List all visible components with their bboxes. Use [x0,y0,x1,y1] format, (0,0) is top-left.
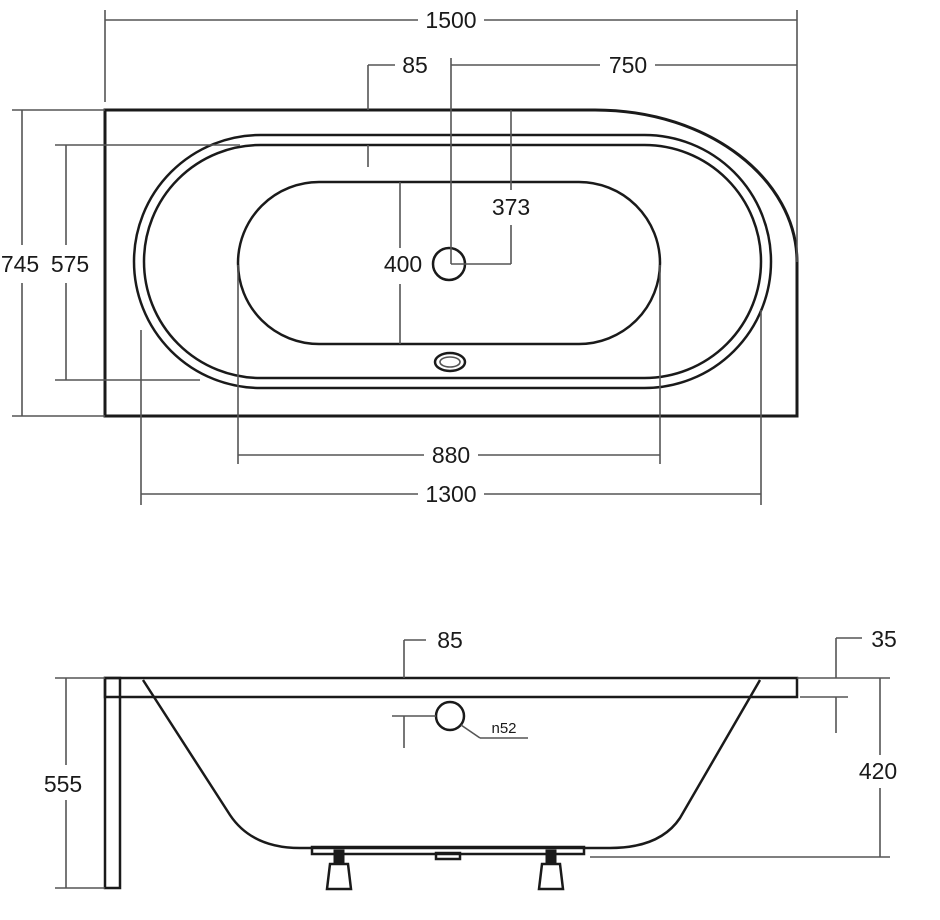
dim-label-880: 880 [432,442,470,468]
n52-leader [460,724,481,739]
dim-label-750: 750 [609,52,647,78]
dim-label-555: 555 [44,771,82,797]
tub-body-side [141,679,762,850]
right-foot [537,862,565,891]
dim-label-1300: 1300 [425,481,476,507]
overflow-icon [433,351,467,373]
overflow-inner-icon [439,356,461,368]
dim-label-85-top: 85 [402,52,428,78]
rim-slab-side [103,676,799,699]
dim-label-373: 373 [492,194,530,220]
rim-inner [142,143,763,380]
left-foot [325,862,353,891]
front-panel-side [103,676,122,890]
dim-label-400: 400 [384,251,422,277]
dim-label-1500: 1500 [425,7,476,33]
rim-outer [132,133,773,390]
basin-outline [236,180,662,346]
side-view: n52 85 35 555 420 [44,626,897,891]
overflow-side-icon [434,700,466,732]
dim-label-n52: n52 [491,720,516,737]
dim-label-420: 420 [859,758,897,784]
dim-label-575: 575 [51,251,89,277]
dim-label-745: 745 [1,251,39,277]
dim-label-35: 35 [871,626,897,652]
right-foot-stem [545,849,557,865]
left-foot-stem [333,849,345,865]
base-center-block [434,851,462,861]
dim-label-85-side: 85 [437,627,463,653]
top-view: 1500 85 750 745 575 373 400 [1,7,799,507]
